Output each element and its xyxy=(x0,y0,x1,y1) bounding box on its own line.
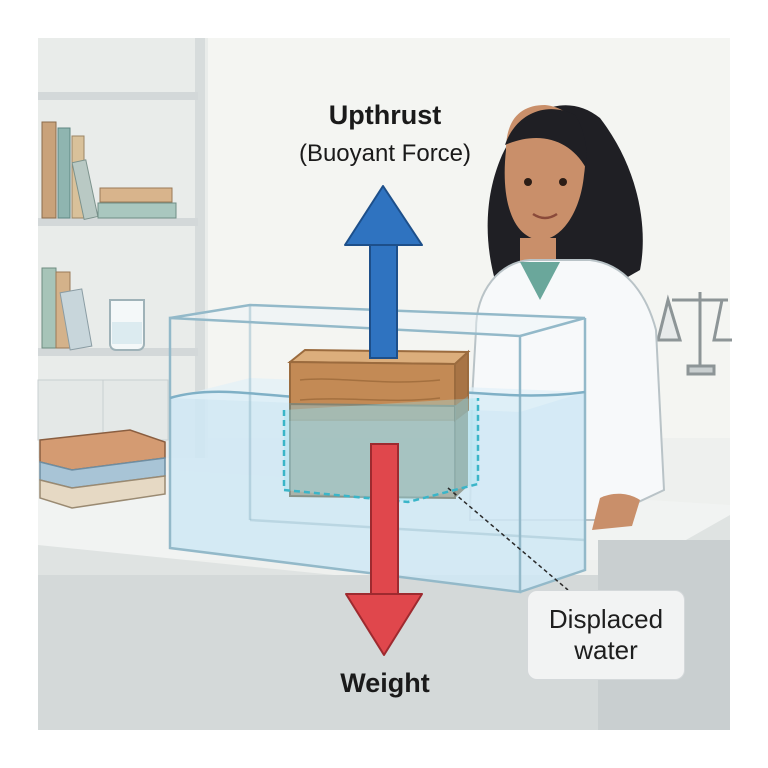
upthrust-label: Upthrust xyxy=(300,100,470,131)
buoyant-force-label: (Buoyant Force) xyxy=(268,140,502,168)
callout-line-1: Displaced xyxy=(549,604,663,635)
weight-arrow-shaft xyxy=(371,444,398,594)
displaced-water-callout: Displaced water xyxy=(527,590,685,680)
callout-line-2: water xyxy=(574,635,638,666)
upthrust-arrow-shaft xyxy=(370,244,397,358)
book-stack xyxy=(40,430,165,508)
weight-label: Weight xyxy=(320,668,450,699)
